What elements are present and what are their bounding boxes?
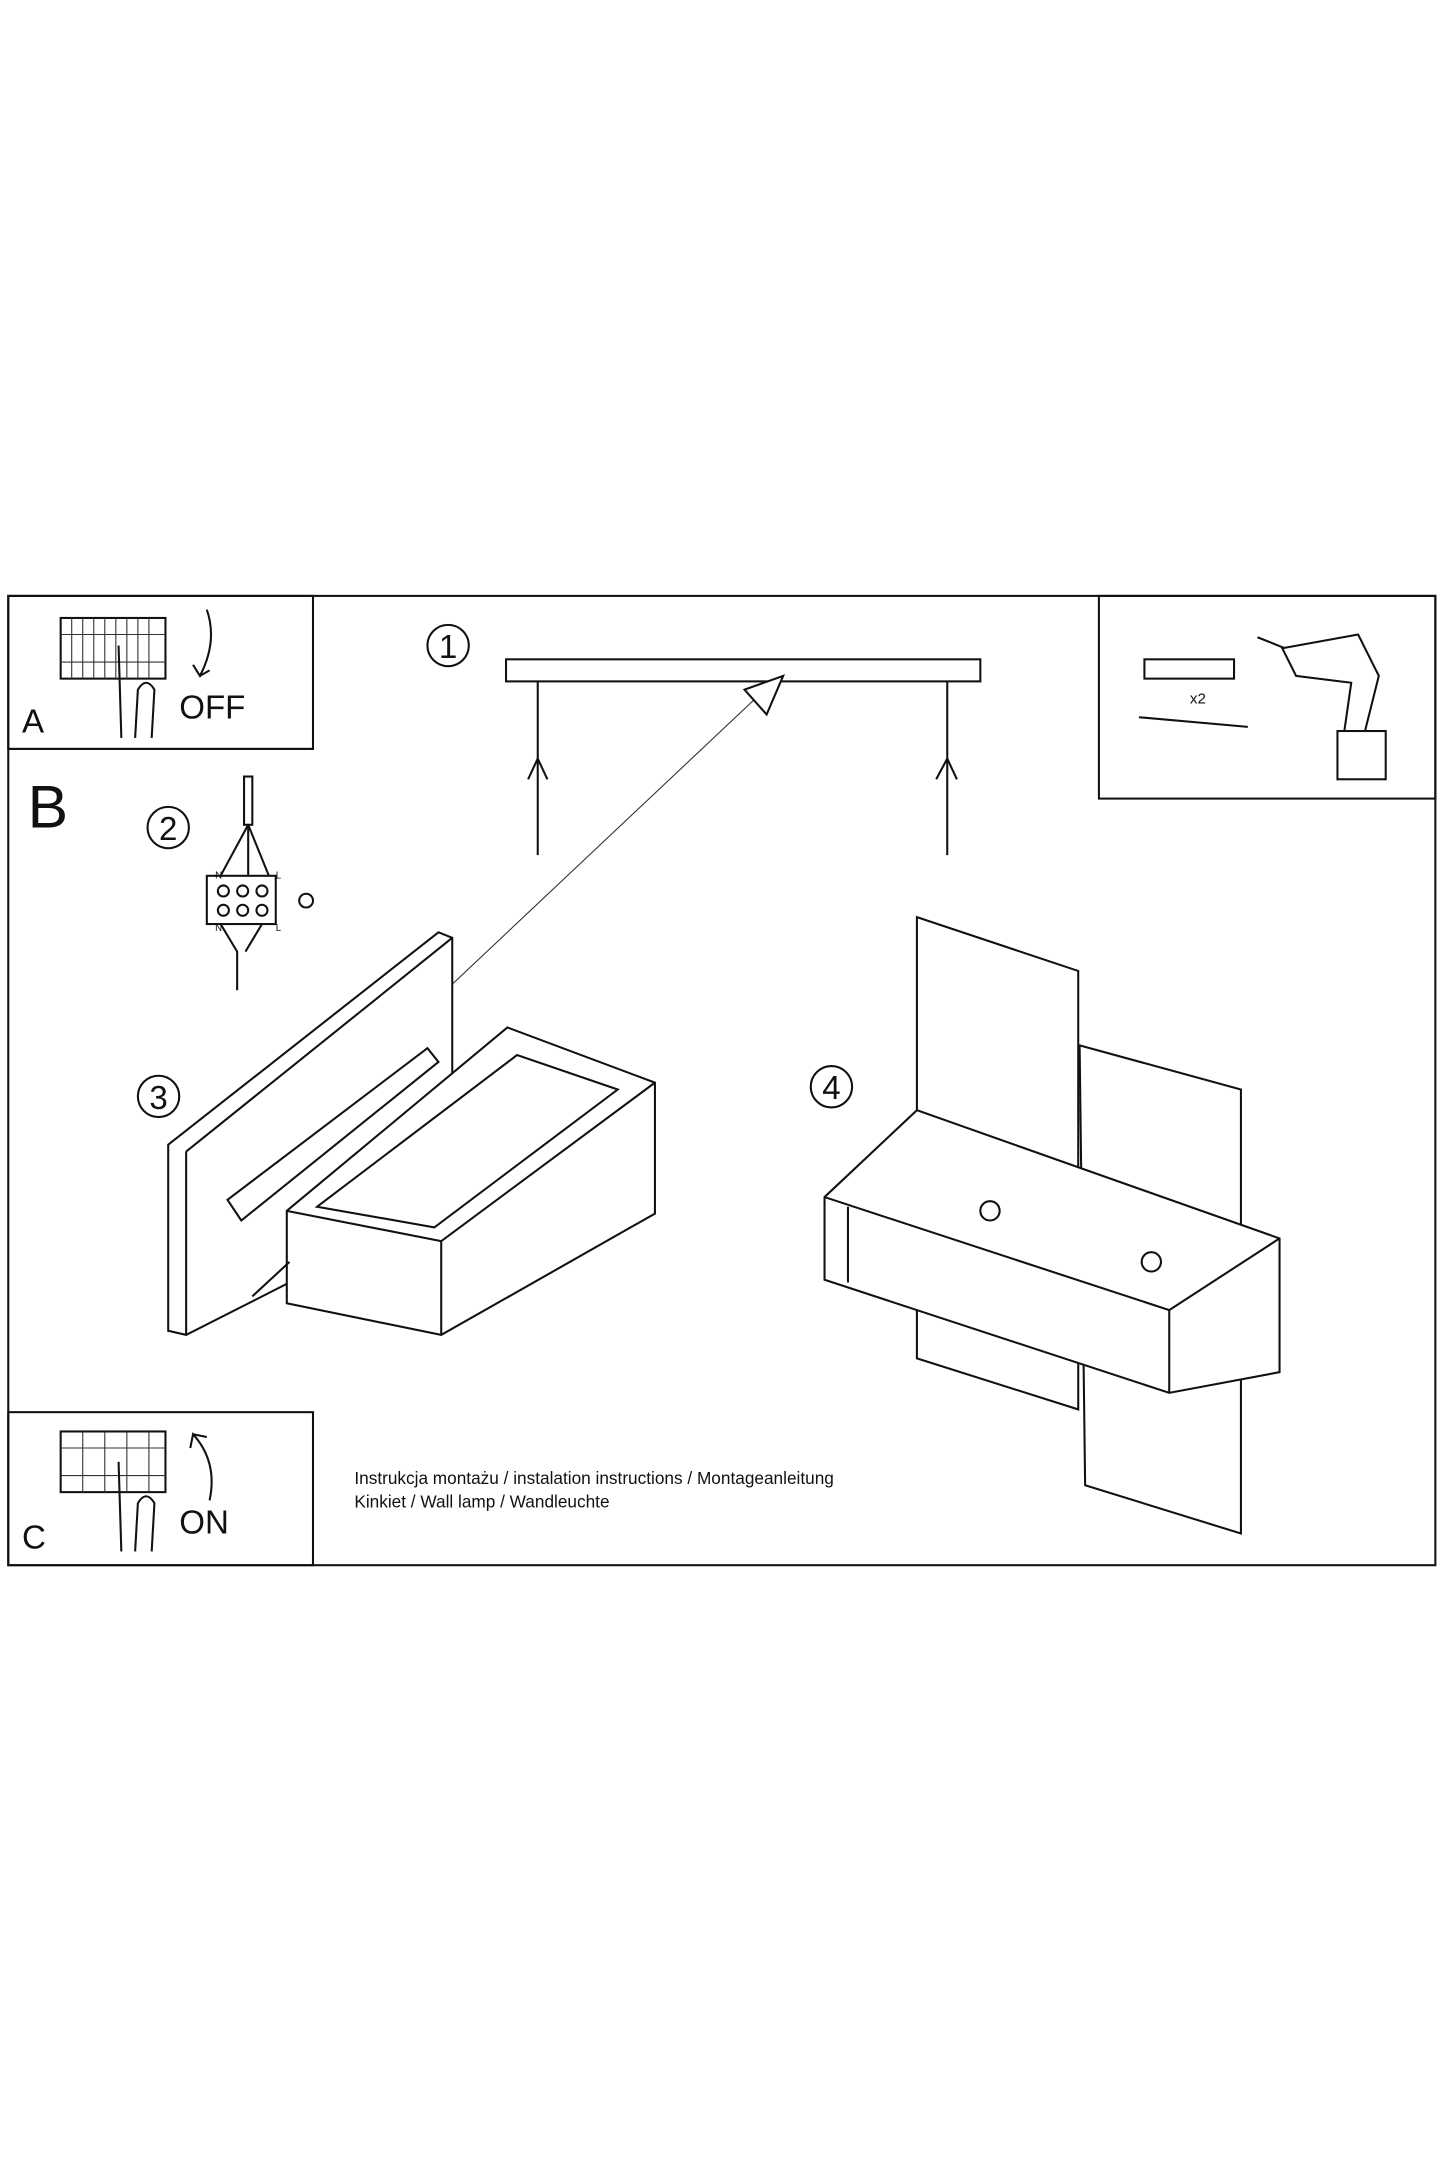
wire-l-top: L: [276, 871, 282, 882]
hand-icon: [117, 1461, 156, 1552]
lamp-body: [823, 1109, 1281, 1394]
caption-title: Instrukcja montażu / instalation instruc…: [354, 1468, 834, 1488]
panel-c-action: ON: [179, 1504, 229, 1541]
frame: [7, 594, 1437, 1567]
panel-a: A OFF: [7, 594, 315, 750]
wire-n-bottom: N: [215, 923, 222, 934]
step-3-number: 3: [149, 1080, 167, 1117]
panel-a-action: OFF: [179, 690, 245, 727]
step-4: 4: [809, 915, 1281, 1535]
arrow-up-icon: [189, 1431, 213, 1501]
panel-c: C ON: [7, 1411, 315, 1567]
bracket: [226, 1046, 440, 1223]
step-1-number: 1: [439, 629, 457, 666]
wire-l-bottom: L: [276, 923, 282, 934]
step-2: 2 N L N L: [146, 775, 315, 991]
wall-plug-icon: [1143, 658, 1236, 680]
mounting-bar: [504, 658, 982, 683]
screw-icon: [1138, 716, 1248, 728]
screw-icon: [251, 1261, 291, 1298]
arrow-icon: [742, 674, 786, 717]
panel-b-label: B: [28, 773, 68, 841]
hand-icon: [117, 645, 156, 738]
step-2-number: 2: [159, 811, 177, 848]
breaker-icon: [59, 616, 167, 680]
quantity-label: x2: [1190, 690, 1206, 707]
step-1: 1: [413, 623, 982, 1021]
panel-c-label: C: [22, 1520, 46, 1557]
drill-icon: [1280, 633, 1380, 733]
terminal-block: [205, 874, 277, 926]
wire-n-top: N: [215, 871, 222, 882]
arrow-down-icon: [192, 609, 212, 678]
lamp-body: [285, 1026, 656, 1337]
ground-icon: [298, 892, 315, 909]
breaker-icon: [59, 1430, 167, 1494]
tools-panel: x2: [1097, 594, 1437, 800]
step-3: 3: [136, 931, 656, 1337]
caption-subtitle: Kinkiet / Wall lamp / Wandleuchte: [354, 1491, 609, 1511]
step-4-number: 4: [822, 1070, 840, 1107]
panel-a-label: A: [22, 703, 44, 740]
